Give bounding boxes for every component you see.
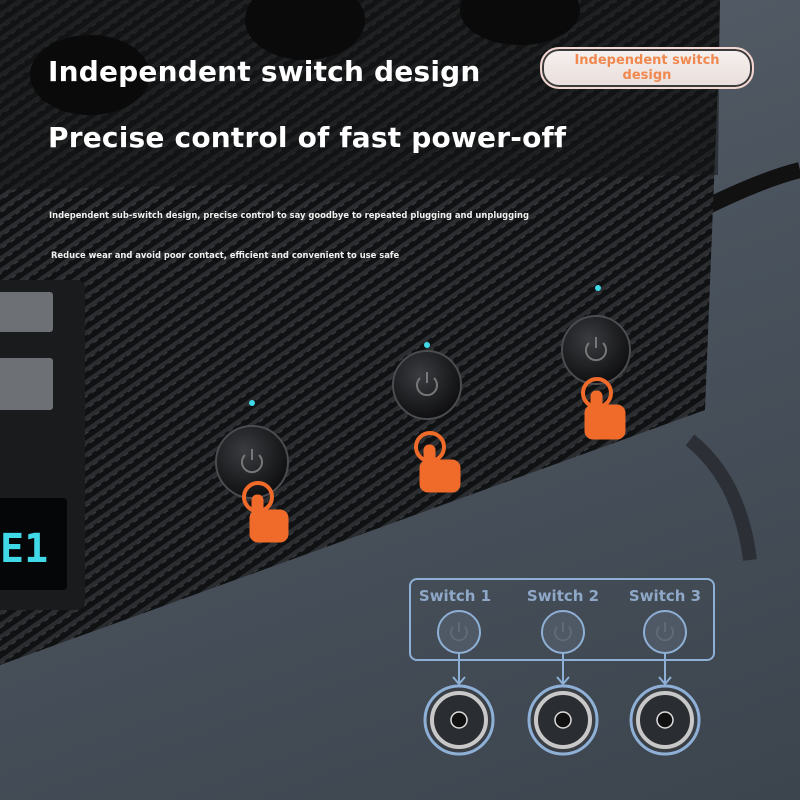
device-top-shade — [0, 0, 720, 190]
led-indicator — [424, 342, 430, 348]
description-1: Independent sub-switch design, precise c… — [49, 210, 529, 220]
switch-label-2: Switch 2 — [526, 587, 600, 605]
socket — [30, 35, 150, 115]
switch-label-1: Switch 1 — [418, 587, 492, 605]
usb-port — [0, 358, 53, 410]
display-readout: E1 — [0, 526, 48, 572]
headline: Independent switch design — [48, 55, 481, 88]
led-indicator — [595, 285, 601, 291]
socket — [245, 0, 365, 60]
power-icon — [241, 454, 263, 474]
badge-label: Independent switch design — [574, 53, 720, 83]
hand-tap-icon — [242, 481, 289, 543]
socket-outlet-2 — [527, 684, 599, 756]
power-switch-1[interactable] — [215, 425, 289, 499]
power-cable — [696, 162, 800, 218]
usb-port — [0, 292, 53, 332]
socket-outlet-1 — [423, 684, 495, 756]
hand-tap-icon — [581, 377, 626, 440]
subheadline: Precise control of fast power-off — [48, 121, 567, 154]
power-switch-3[interactable] — [561, 315, 631, 385]
led-indicator — [249, 400, 255, 406]
power-switch-2[interactable] — [392, 350, 462, 420]
power-icon — [585, 342, 607, 362]
feature-badge: Independent switch design — [540, 47, 754, 89]
socket — [460, 0, 580, 45]
led-display — [0, 498, 67, 590]
switch-diagram-panel — [409, 578, 715, 661]
power-icon — [416, 377, 438, 397]
switch-label-3: Switch 3 — [628, 587, 702, 605]
cable-shadow — [685, 434, 757, 561]
description-2: Reduce wear and avoid poor contact, effi… — [51, 250, 400, 260]
socket-outlet-3 — [629, 684, 701, 756]
power-icon-group — [450, 622, 674, 642]
hand-tap-icon — [414, 431, 461, 493]
